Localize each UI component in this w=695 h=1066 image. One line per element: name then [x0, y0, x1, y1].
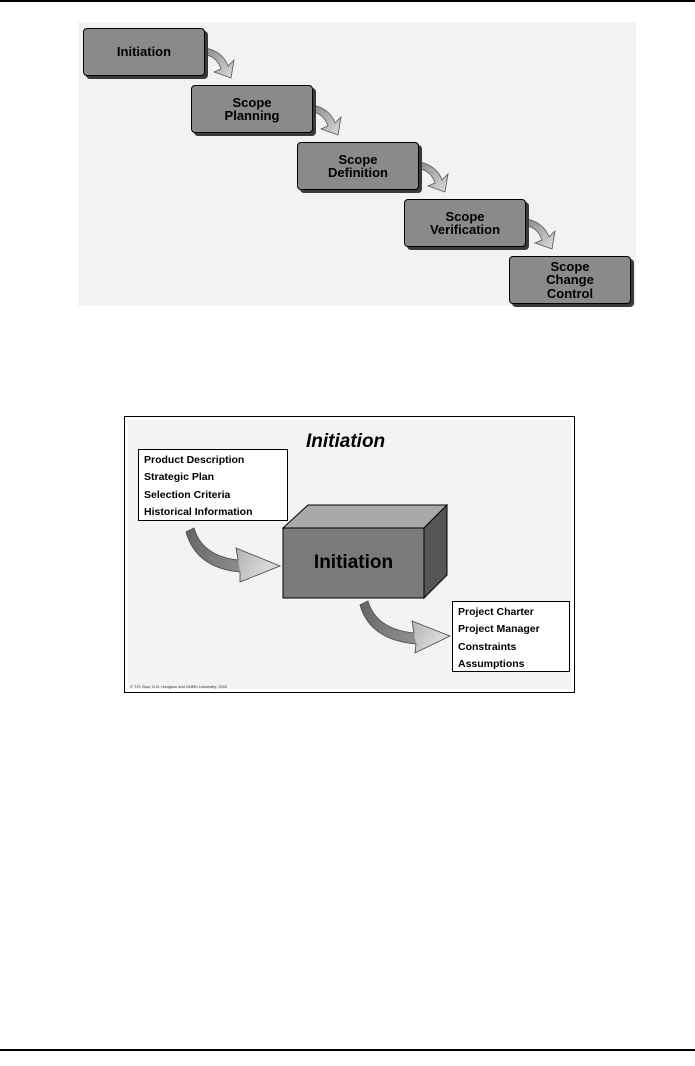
top-rule	[0, 0, 695, 2]
output-arrow	[359, 600, 451, 654]
step-label-scope-definition: Scope Definition	[328, 151, 388, 180]
input-item: Selection Criteria	[144, 488, 231, 501]
step-arrows	[205, 47, 556, 250]
initiation-slide: Initiation Product Description Strategic…	[124, 416, 575, 693]
bottom-rule	[0, 1049, 695, 1051]
step-label-scope-planning: Scope Planning	[224, 94, 280, 123]
slide-background: Initiation Product Description Strategic…	[128, 420, 571, 689]
input-item: Product Description	[144, 454, 245, 466]
step-scope-planning: Scope Planning	[191, 85, 313, 133]
step-arrow-4	[526, 218, 556, 250]
initiation-cube	[281, 503, 449, 600]
input-arrow	[185, 527, 282, 583]
output-item: Constraints	[458, 640, 517, 653]
input-item: Strategic Plan	[144, 471, 215, 484]
step-label-initiation: Initiation	[116, 44, 172, 60]
step-arrow-3	[419, 161, 449, 193]
step-label-scope-change-control: Scope Change Control	[546, 258, 594, 301]
step-initiation: Initiation	[83, 28, 205, 76]
slide-graphics	[185, 503, 451, 654]
slide-title: Initiation	[306, 431, 386, 452]
step-scope-change-control: Scope Change Control	[509, 256, 631, 304]
step-scope-definition: Scope Definition	[297, 142, 419, 190]
scope-process-diagram: Initiation Scope Planning Scope Definiti…	[78, 22, 636, 306]
step-scope-verification: Scope Verification	[404, 199, 526, 247]
step-arrow-2	[312, 104, 342, 136]
cube-label: Initiation	[313, 552, 394, 573]
output-item: Assumptions	[458, 657, 525, 670]
copyright-notice: © T.R. Bosi, D.B. Hodgson and Griffith U…	[130, 684, 228, 689]
output-item: Project Charter	[458, 606, 534, 618]
step-label-scope-verification: Scope Verification	[429, 208, 501, 237]
inputs-box: Product Description Strategic Plan Selec…	[138, 449, 288, 521]
input-item: Historical Information	[144, 505, 253, 518]
step-arrow-1	[205, 47, 235, 79]
outputs-box: Project Charter Project Manager Constrai…	[452, 601, 570, 672]
output-item: Project Manager	[458, 623, 540, 636]
